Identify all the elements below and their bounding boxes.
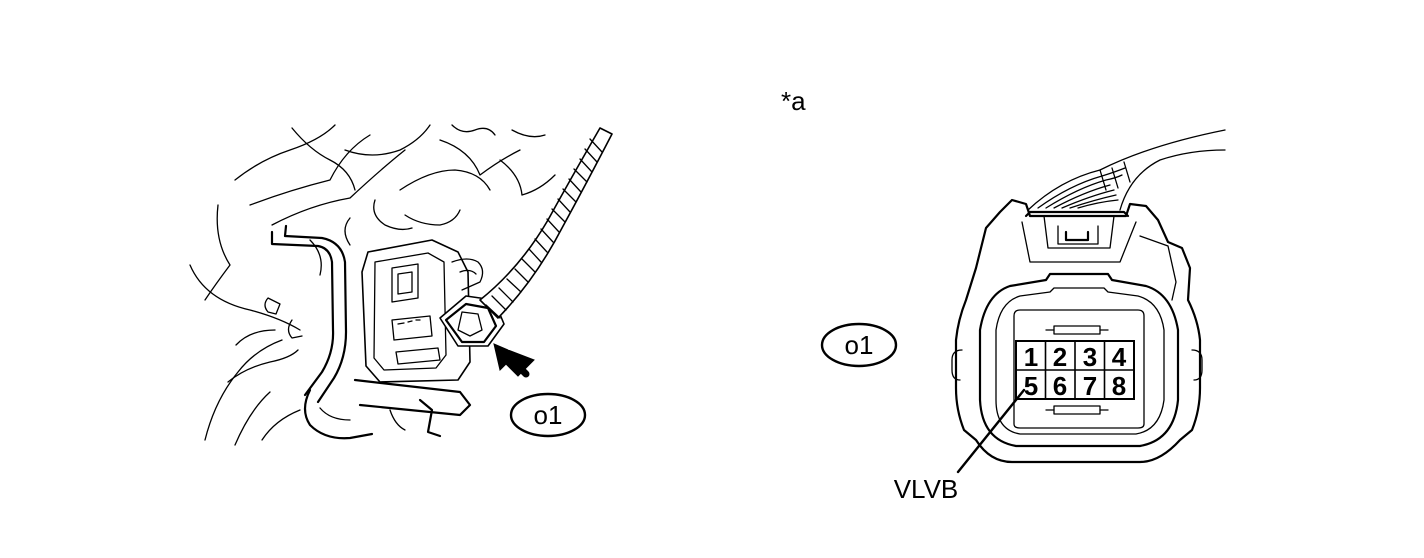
- right-callout: o1: [820, 322, 898, 368]
- connector-front-view: 1 2 3 4 5 6 7 8: [951, 129, 1226, 474]
- pin-1: 1: [1024, 342, 1038, 372]
- pin-3: 3: [1083, 342, 1097, 372]
- view-label: *a: [781, 86, 806, 116]
- engine-bay-illustration: [189, 124, 613, 446]
- left-callout-label: o1: [534, 400, 563, 430]
- pin-8: 8: [1112, 371, 1126, 401]
- pin-4: 4: [1112, 342, 1127, 372]
- callout-ellipse: [509, 392, 587, 438]
- pin-7: 7: [1083, 371, 1097, 401]
- callout-ellipse: [820, 322, 898, 368]
- right-callout-label: o1: [845, 330, 874, 360]
- pin-6: 6: [1053, 371, 1067, 401]
- leader-line: [956, 388, 1026, 474]
- pin-2: 2: [1053, 342, 1067, 372]
- pin-5: 5: [1024, 371, 1038, 401]
- terminal-label: VLVB: [894, 474, 959, 504]
- left-callout: o1: [509, 392, 587, 438]
